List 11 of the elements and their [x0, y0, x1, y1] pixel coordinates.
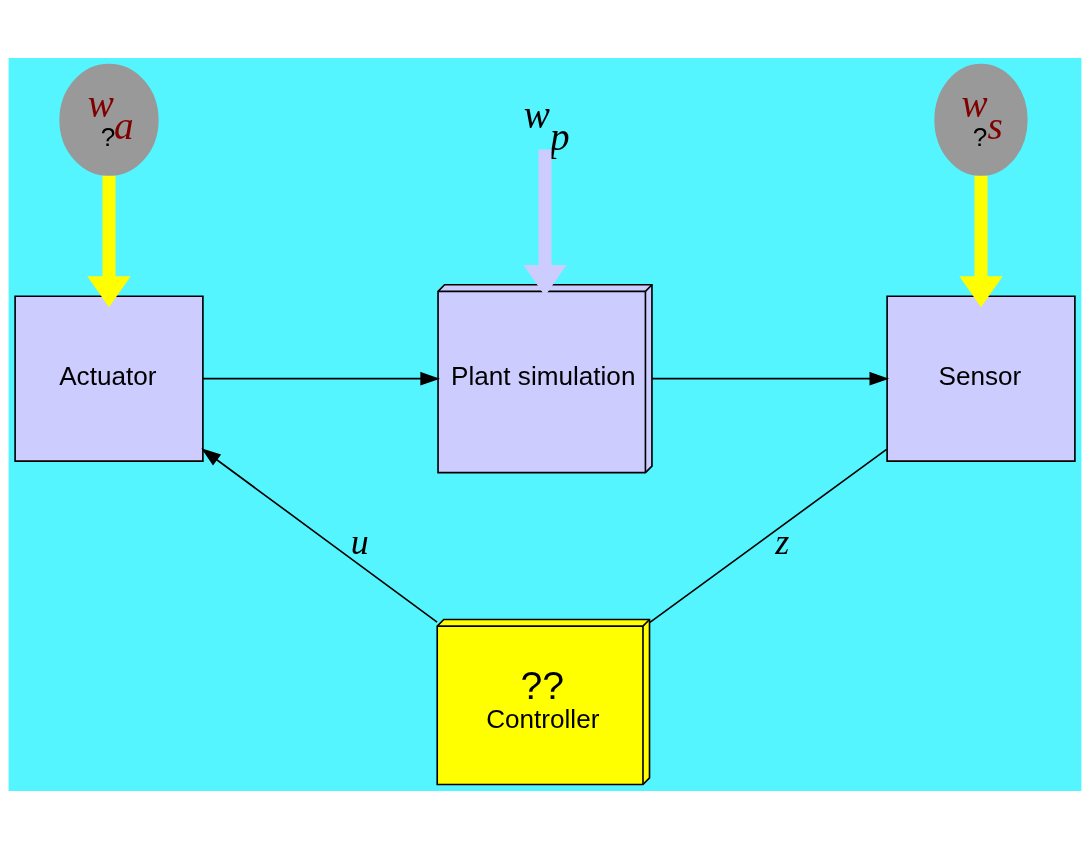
arrow	[651, 371, 890, 386]
arrow	[87, 175, 131, 307]
arrow	[959, 175, 1003, 307]
arrow	[201, 447, 438, 623]
arrow	[202, 371, 440, 386]
edge-label: u	[350, 521, 369, 562]
node-box: Actuator	[14, 294, 204, 462]
connector	[649, 448, 888, 623]
edge-label: z	[775, 521, 790, 562]
arrow	[523, 148, 567, 296]
node-box: Sensor	[886, 294, 1076, 462]
